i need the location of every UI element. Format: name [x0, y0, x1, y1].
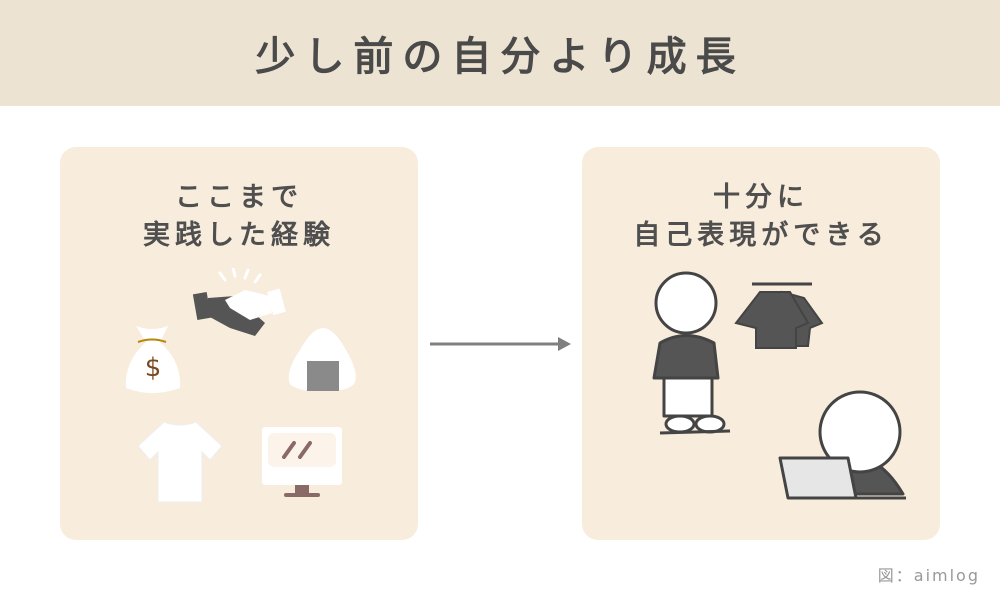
right-title-line1: 十分に	[713, 182, 809, 213]
monitor-icon	[262, 427, 342, 497]
page-title: 少し前の自分より成長	[255, 34, 745, 80]
arrow-icon	[430, 337, 571, 351]
left-panel-title: ここまで 実践した経験	[60, 179, 418, 255]
left-title-line2: 実践した経験	[143, 220, 335, 251]
tshirt-icon	[137, 421, 223, 503]
handshake-icon	[192, 268, 286, 336]
rice-ball-icon	[288, 328, 356, 392]
left-title-line1: ここまで	[175, 182, 303, 213]
left-panel: ここまで 実践した経験	[60, 147, 418, 540]
person-laptop-icon	[778, 390, 906, 500]
right-title-line2: 自己表現ができる	[633, 220, 889, 251]
header-band: 少し前の自分より成長	[0, 0, 1000, 106]
right-panel-title: 十分に 自己表現ができる	[582, 179, 940, 255]
money-bag-icon: $	[125, 326, 181, 393]
credit-text: 図：aimlog	[877, 566, 980, 585]
clothes-rack-icon	[734, 282, 824, 349]
svg-text:$: $	[145, 353, 162, 383]
person-standing-icon	[652, 271, 731, 435]
